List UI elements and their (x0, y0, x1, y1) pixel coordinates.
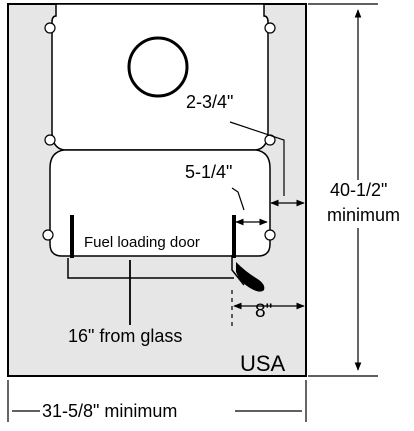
stove-lower-body (49, 149, 271, 257)
label-region: USA (240, 351, 286, 376)
stove-leg-knob (44, 134, 56, 146)
stove-leg-knob (44, 22, 56, 34)
label-31-5-8: 31-5/8" minimum (42, 401, 177, 421)
flue-collar (127, 36, 189, 98)
door-handle (231, 255, 245, 286)
door-swing-line (67, 258, 234, 279)
leader-2-3-4 (229, 121, 285, 196)
leader-5-1-4 (231, 187, 245, 211)
label-from-glass: 16" from glass (68, 326, 182, 346)
door-handle-grip (236, 262, 265, 292)
label-40-1-2-line2: minimum (327, 205, 400, 225)
label-8: 8" (255, 301, 272, 322)
label-5-1-4: 5-1/4" (185, 162, 232, 182)
stove-leg-knob (264, 22, 276, 34)
label-fuel-door: Fuel loading door (84, 234, 200, 251)
label-2-3-4: 2-3/4" (186, 92, 233, 112)
label-40-1-2-line1: 40-1/2" (330, 180, 387, 200)
stove-leg-knob (42, 229, 54, 241)
stove-leg-knob (264, 229, 276, 241)
